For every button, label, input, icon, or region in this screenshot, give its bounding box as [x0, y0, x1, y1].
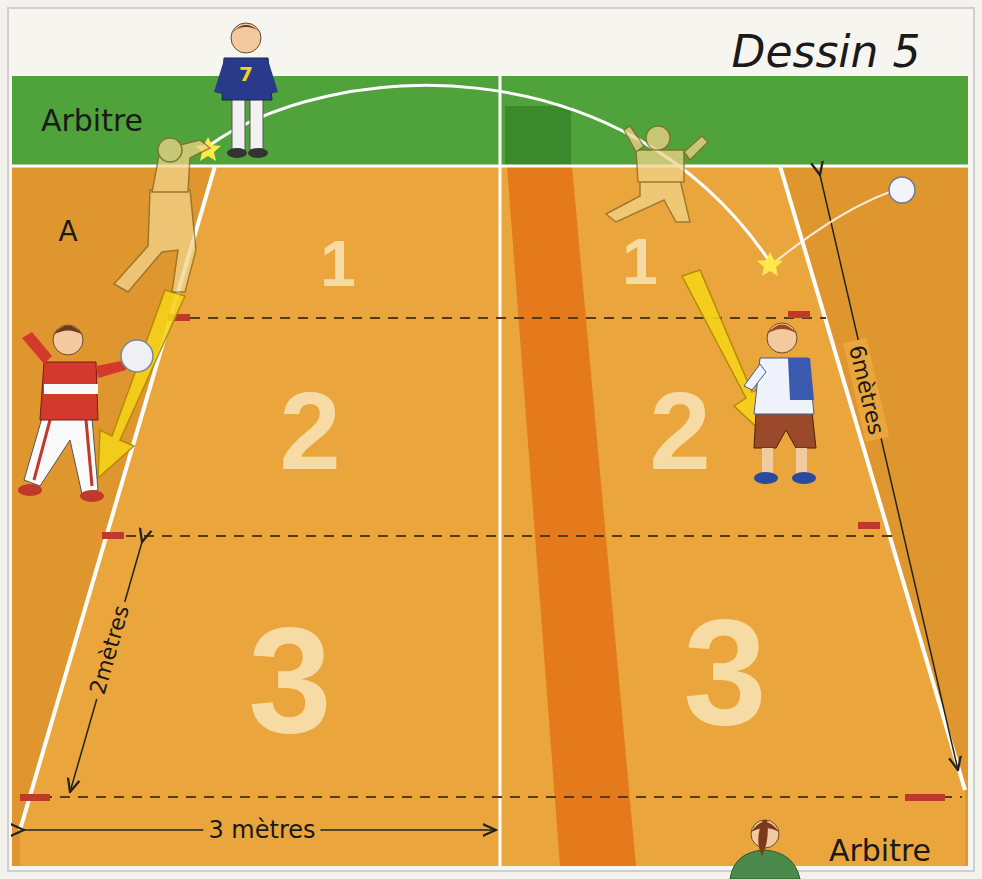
player-letter: A [58, 217, 77, 248]
zone-number: 2 [279, 370, 340, 491]
referee-label: Arbitre [41, 104, 143, 137]
zone-number: 3 [248, 598, 331, 763]
zone-number: 1 [320, 229, 356, 299]
zone-number: 3 [683, 590, 766, 755]
zone-number: 1 [622, 227, 658, 297]
zone-number: 2 [649, 370, 710, 491]
referee-label: Arbitre [829, 834, 931, 867]
dimension-label: 3 mètres [203, 817, 320, 843]
jersey-number: 7 [239, 63, 253, 85]
drawing-title: Dessin 5 [732, 28, 921, 76]
